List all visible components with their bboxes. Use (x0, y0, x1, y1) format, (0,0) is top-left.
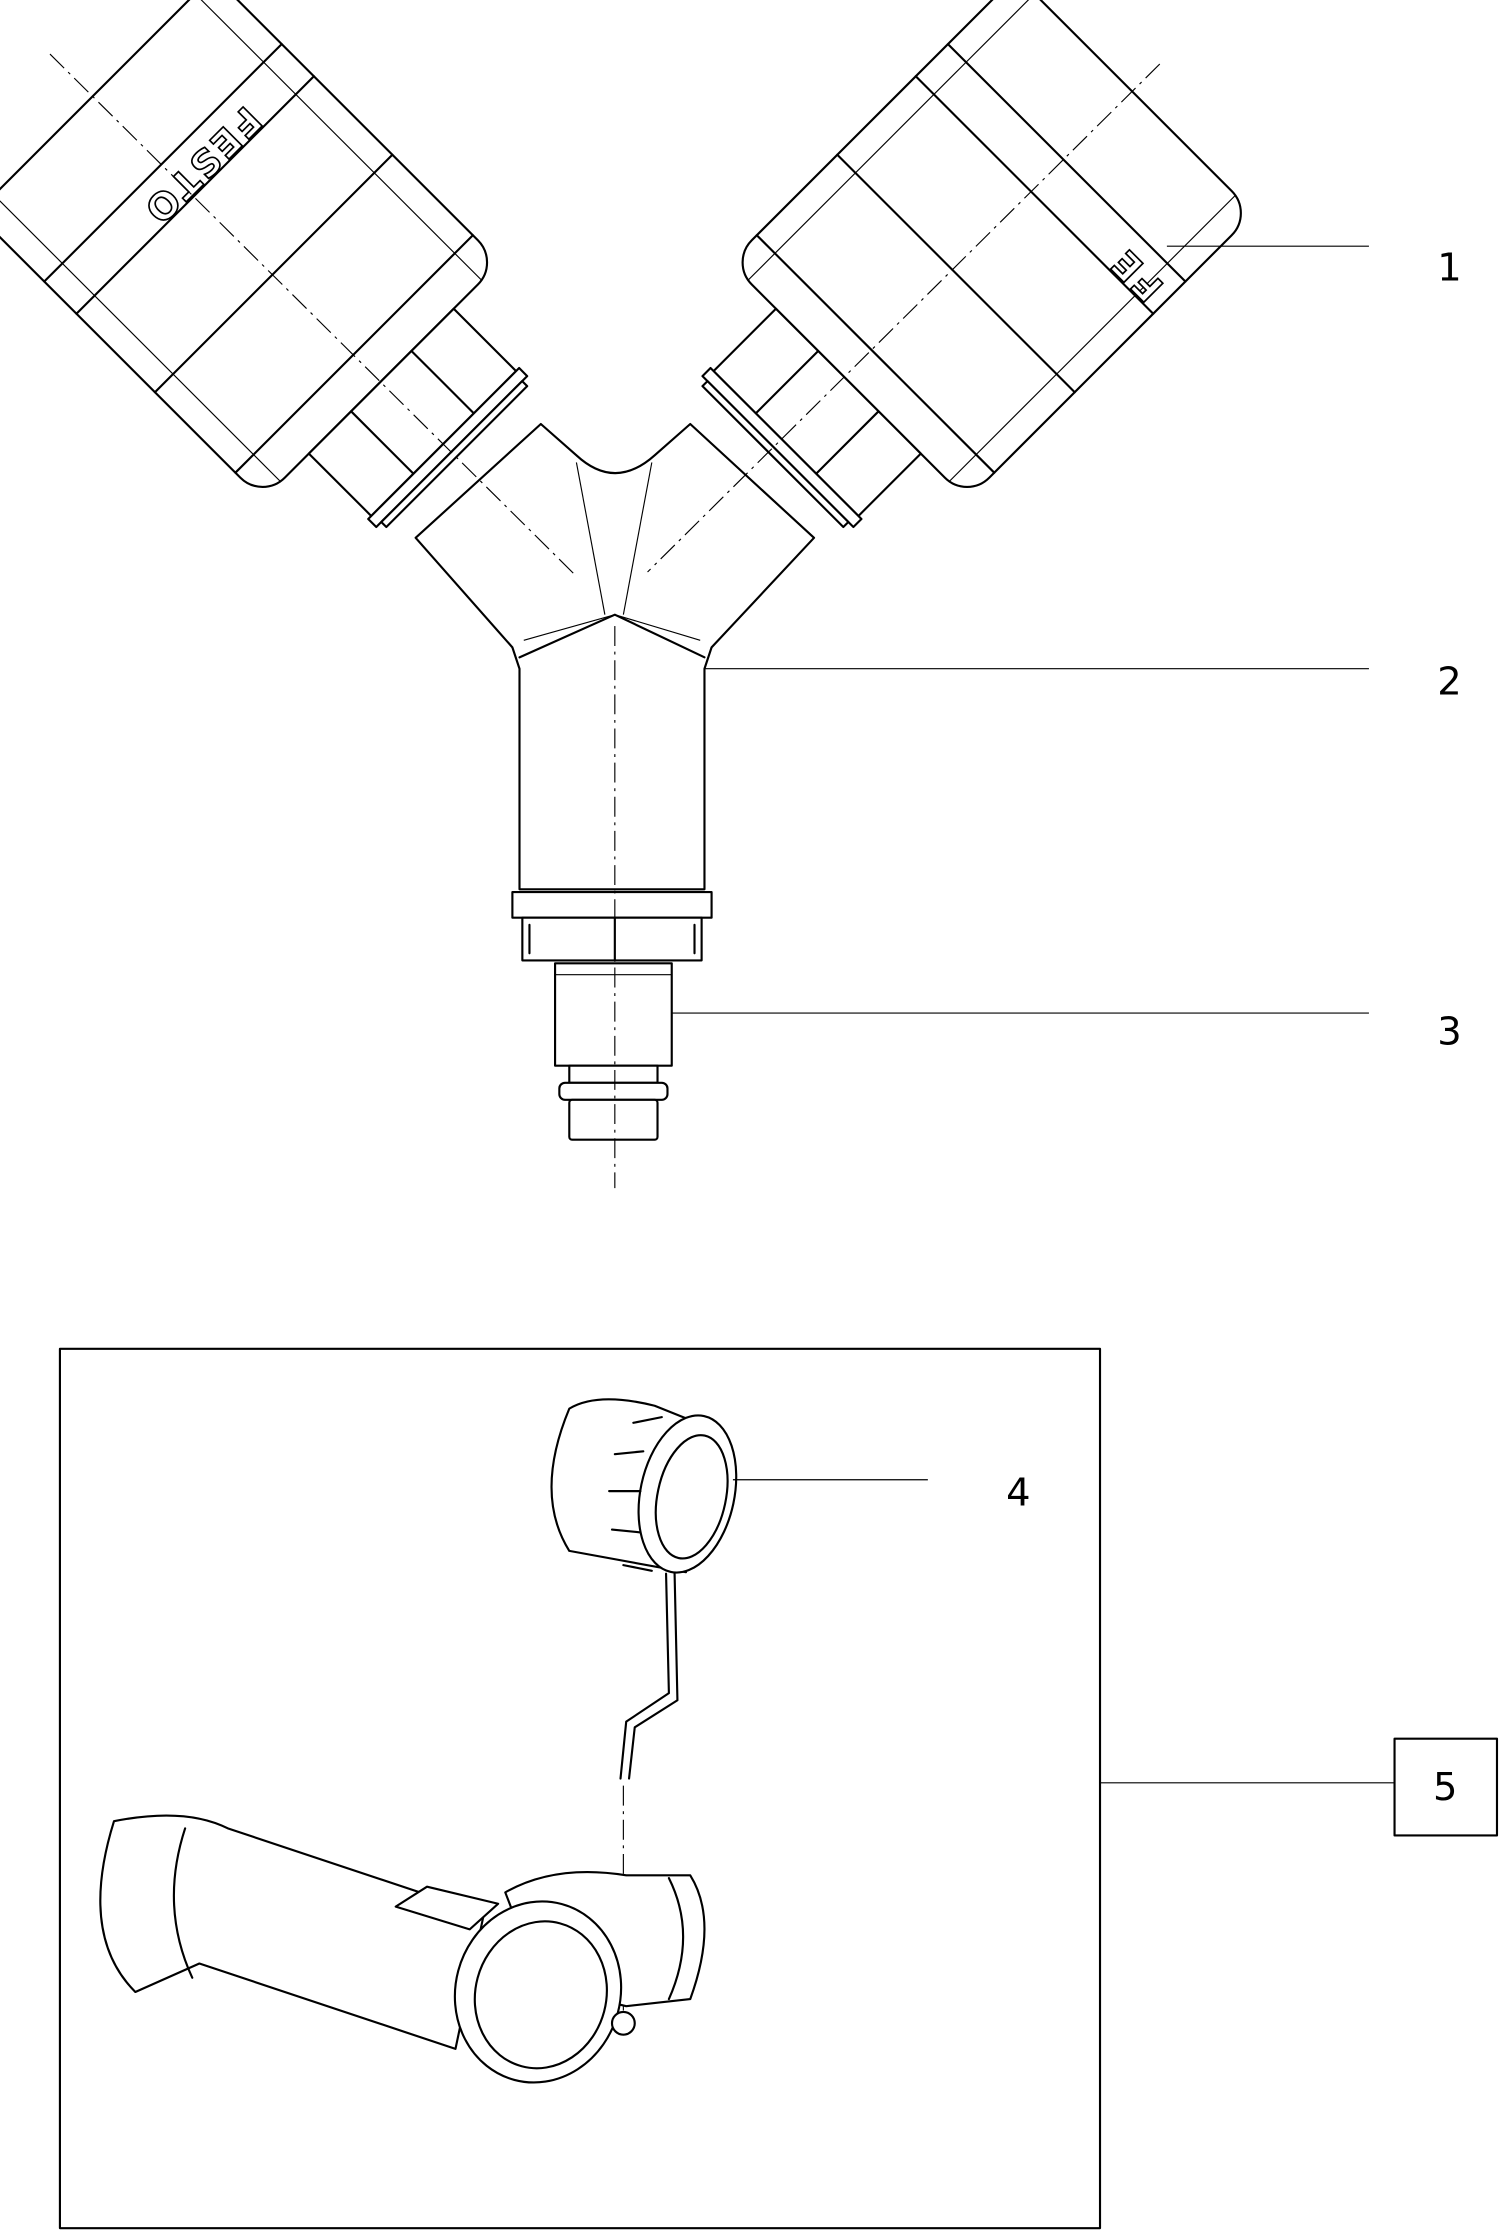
hose-y-connector (99, 1814, 706, 2084)
callout-4: 4 (1006, 1470, 1030, 1515)
right-quick-coupling: FE (701, 0, 1242, 529)
callout-2: 2 (1437, 659, 1461, 704)
accessory-kit-frame (58, 1347, 1102, 2230)
sealing-cap (550, 1398, 738, 1780)
plug-nipple (554, 962, 673, 1141)
callout-3: 3 (1437, 1009, 1461, 1054)
callout-5: 5 (1433, 1765, 1457, 1810)
callout-1: 1 (1437, 245, 1461, 290)
y-distributor-body (414, 422, 816, 962)
centerlines (49, 53, 1161, 1189)
callout-5-box (1393, 1737, 1499, 1837)
left-quick-coupling: FESTO (0, 0, 529, 529)
